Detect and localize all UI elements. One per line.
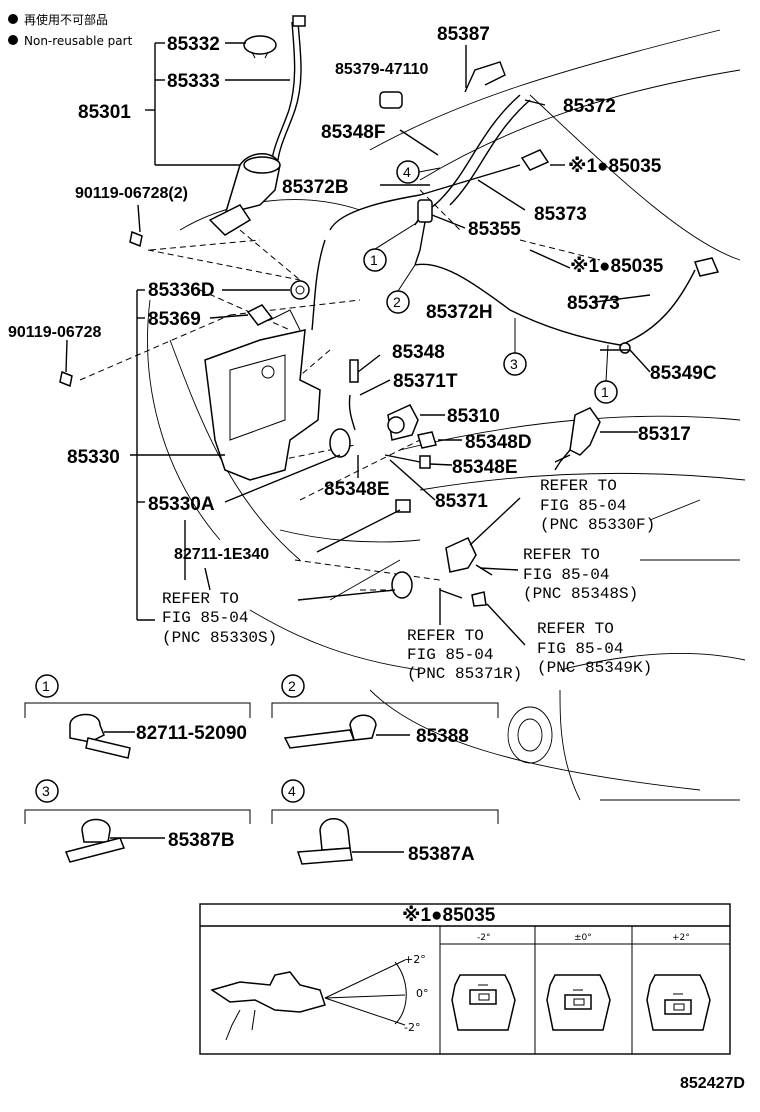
inset-clamp-3: 3 85387B [24, 779, 251, 863]
angle-plus-label: +2° [404, 953, 426, 966]
label-85348: 85348 [392, 342, 445, 363]
label-85372H: 85372H [426, 302, 493, 323]
label-85355: 85355 [468, 219, 521, 240]
legend: 再使用不可部品 Non-reusable part [8, 12, 133, 48]
legend-line2: Non-reusable part [24, 34, 133, 48]
washer-tank-shape [204, 329, 321, 481]
svg-text:4: 4 [403, 164, 411, 180]
label-85336D: 85336D [148, 280, 215, 301]
label-85330A: 85330A [148, 494, 215, 515]
label-85348E-b: 85348E [324, 479, 390, 500]
label-85387: 85387 [437, 24, 490, 45]
detail-title: ※1●85035 [402, 905, 496, 926]
label-85371: 85371 [435, 491, 488, 512]
label-85348F: 85348F [321, 122, 385, 143]
label-85301: 85301 [78, 102, 131, 123]
ref-note-85348S: REFER TO FIG 85-04 (PNC 85348S) [523, 546, 638, 603]
label-85388: 85388 [416, 726, 469, 747]
label-90119-06728-2: 90119-06728(2) [75, 185, 188, 202]
ref-note-85371R: REFER TO FIG 85-04 (PNC 85371R) [407, 627, 522, 683]
label-85348D: 85348D [465, 432, 532, 453]
svg-text:1: 1 [370, 252, 378, 268]
nozzle-front-plus [646, 974, 711, 1031]
leader-lines [65, 42, 651, 646]
inset-clamp-1: 1 82711-52090 [24, 674, 251, 759]
nozzle-side-shape [210, 971, 326, 1013]
legend-dot-icon [8, 35, 18, 45]
legend-line1: 再使用不可部品 [24, 12, 108, 27]
svg-text:3: 3 [510, 356, 518, 372]
label-85333: 85333 [167, 71, 220, 92]
label-85371T: 85371T [393, 371, 458, 392]
figure-code: 852427D [680, 1075, 745, 1092]
nozzle-front-minus [451, 974, 516, 1031]
label-85332: 85332 [167, 34, 220, 55]
label-90119-06728: 90119-06728 [8, 324, 102, 341]
label-85330: 85330 [67, 447, 120, 468]
label-85372: 85372 [563, 96, 616, 117]
ref-note-85330S: REFER TO FIG 85-04 (PNC 85330S) [162, 590, 277, 647]
nozzle-front-zero [546, 974, 611, 1031]
label-85035-a: ※1●85035 [568, 156, 662, 177]
label-85317: 85317 [638, 424, 691, 445]
parts-drawings [59, 15, 720, 607]
inset-clamp-2: 2 85388 [271, 674, 499, 749]
label-85379-47110: 85379-47110 [335, 61, 429, 78]
svg-text:1: 1 [601, 384, 609, 400]
svg-text:1: 1 [42, 678, 50, 694]
detail-col-plus: +2° [672, 933, 690, 943]
label-85349C: 85349C [650, 363, 717, 384]
angle-minus-label: -2° [404, 1021, 420, 1034]
callout-markers: 1 2 3 4 1 [363, 160, 618, 404]
detail-col-zero: ±0° [574, 933, 592, 943]
ref-note-85330F: REFER TO FIG 85-04 (PNC 85330F) [540, 477, 655, 534]
label-85369: 85369 [148, 309, 201, 330]
label-85373-b: 85373 [567, 293, 620, 314]
inset-clamp-4: 4 85387A [271, 779, 499, 865]
label-85310: 85310 [447, 406, 500, 427]
cap-85332-shape [243, 35, 277, 55]
reference-notes: REFER TO FIG 85-04 (PNC 85330F) REFER TO… [162, 477, 655, 683]
label-85035-b: ※1●85035 [570, 256, 664, 277]
nozzle-angle-detail: ※1●85035 -2° ±0° +2° +2° 0° -2° [199, 903, 731, 1055]
svg-text:2: 2 [393, 294, 401, 310]
part-labels: 85332 85333 85301 90119-06728(2) 85387 8… [8, 24, 717, 563]
label-82711-52090: 82711-52090 [136, 723, 247, 744]
svg-text:2: 2 [288, 678, 296, 694]
label-85348E-a: 85348E [452, 457, 518, 478]
filler-tube-shape [277, 21, 302, 161]
label-82711-1E340: 82711-1E340 [174, 546, 269, 563]
label-85387A: 85387A [408, 844, 475, 865]
assembly-dashed-lines [79, 189, 601, 591]
svg-text:4: 4 [288, 783, 296, 799]
label-85387B: 85387B [168, 830, 235, 851]
svg-text:3: 3 [42, 783, 50, 799]
label-85372B: 85372B [282, 177, 349, 198]
ref-note-85349K: REFER TO FIG 85-04 (PNC 85349K) [537, 620, 652, 677]
bracket-85387-shape [464, 61, 506, 93]
detail-col-minus: -2° [477, 933, 490, 943]
legend-dot-icon [8, 14, 18, 24]
angle-zero-label: 0° [416, 987, 429, 1000]
label-85373-a: 85373 [534, 204, 587, 225]
